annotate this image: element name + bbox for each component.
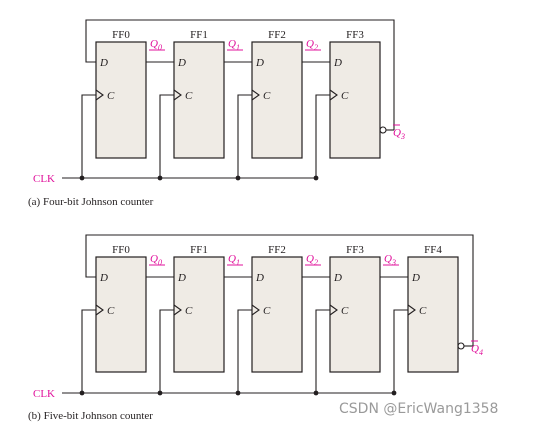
clk-label: CLK [33,388,55,400]
clock-branch-wire [159,94,174,178]
clock-branch-wire [81,94,96,178]
q-output-label-subscript: 2 [314,258,318,267]
flip-flop-ff0 [95,41,147,159]
c-pin-label: C [263,305,271,317]
clock-input-triangle [251,89,260,101]
flip-flop-label: FF1 [190,29,208,41]
clk-label: CLK [33,173,55,185]
clock-input-triangle [251,304,260,316]
q-output-label-letter: Q [150,253,158,265]
caption-four-bit: (a) Four-bit Johnson counter [28,196,154,208]
clock-input-triangle [407,304,416,316]
feedback-wire [85,234,474,347]
c-pin-label: C [341,90,349,102]
flip-flop-ff3 [329,41,381,159]
d-pin-label: D [99,57,108,69]
q-output-label-subscript: 2 [314,43,318,52]
d-pin-label: D [411,272,420,284]
d-pin-label: D [333,272,342,284]
q-output-label-subscript: 3 [391,258,396,267]
clock-input-triangle [173,304,182,316]
flip-flop-label: FF1 [190,244,208,256]
c-pin-label: C [263,90,271,102]
feedback-wire [85,19,395,130]
inverted-output-bubble [379,126,387,134]
q-output-label-subscript: 0 [158,43,162,52]
c-pin-label: C [341,305,349,317]
d-pin-label: D [255,272,264,284]
flip-flop-ff1 [173,256,225,373]
q-output-label-subscript: 1 [236,258,240,267]
c-pin-label: C [107,305,115,317]
clock-branch-wire [237,309,252,393]
flip-flop-ff0 [95,256,147,373]
watermark: CSDN @EricWang1358 [339,401,498,417]
flip-flop-label: FF2 [268,29,286,41]
clock-input-triangle [329,89,338,101]
clock-branch-wire [81,309,96,393]
c-pin-label: C [419,305,427,317]
d-pin-label: D [255,57,264,69]
flip-flop-label: FF4 [424,244,442,256]
c-pin-label: C [107,90,115,102]
q-output-label-subscript: 0 [158,258,162,267]
clock-input-triangle [95,304,104,316]
flip-flop-ff3 [329,256,381,373]
q-bar-output-label-letter: Q [471,343,479,355]
c-pin-label: C [185,305,193,317]
clock-branch-wire [393,309,408,393]
flip-flop-label: FF0 [112,244,130,256]
q-output-label-letter: Q [150,38,158,50]
c-pin-label: C [185,90,193,102]
flip-flop-label: FF3 [346,29,364,41]
q-output-label-letter: Q [306,253,314,265]
d-pin-label: D [177,272,186,284]
q-output-label-subscript: 1 [236,43,240,52]
q-bar-output-label-subscript: 4 [479,348,483,357]
flip-flop-label: FF3 [346,244,364,256]
q-output-label-letter: Q [384,253,392,265]
clock-input-triangle [329,304,338,316]
q-bar-output-label-letter: Q [393,127,401,139]
flip-flop-label: FF0 [112,29,130,41]
q-output-label-letter: Q [228,38,236,50]
d-pin-label: D [333,57,342,69]
clock-input-triangle [95,89,104,101]
d-pin-label: D [99,272,108,284]
q-output-label-letter: Q [228,253,236,265]
d-pin-label: D [177,57,186,69]
inverted-output-bubble [457,342,465,350]
clock-branch-wire [159,309,174,393]
clock-branch-wire [237,94,252,178]
clock-branch-wire [315,309,330,393]
clock-branch-wire [315,94,330,178]
q-output-label-letter: Q [306,38,314,50]
caption-five-bit: (b) Five-bit Johnson counter [28,410,153,422]
flip-flop-label: FF2 [268,244,286,256]
clock-input-triangle [173,89,182,101]
q-bar-output-label-subscript: 3 [400,132,405,141]
